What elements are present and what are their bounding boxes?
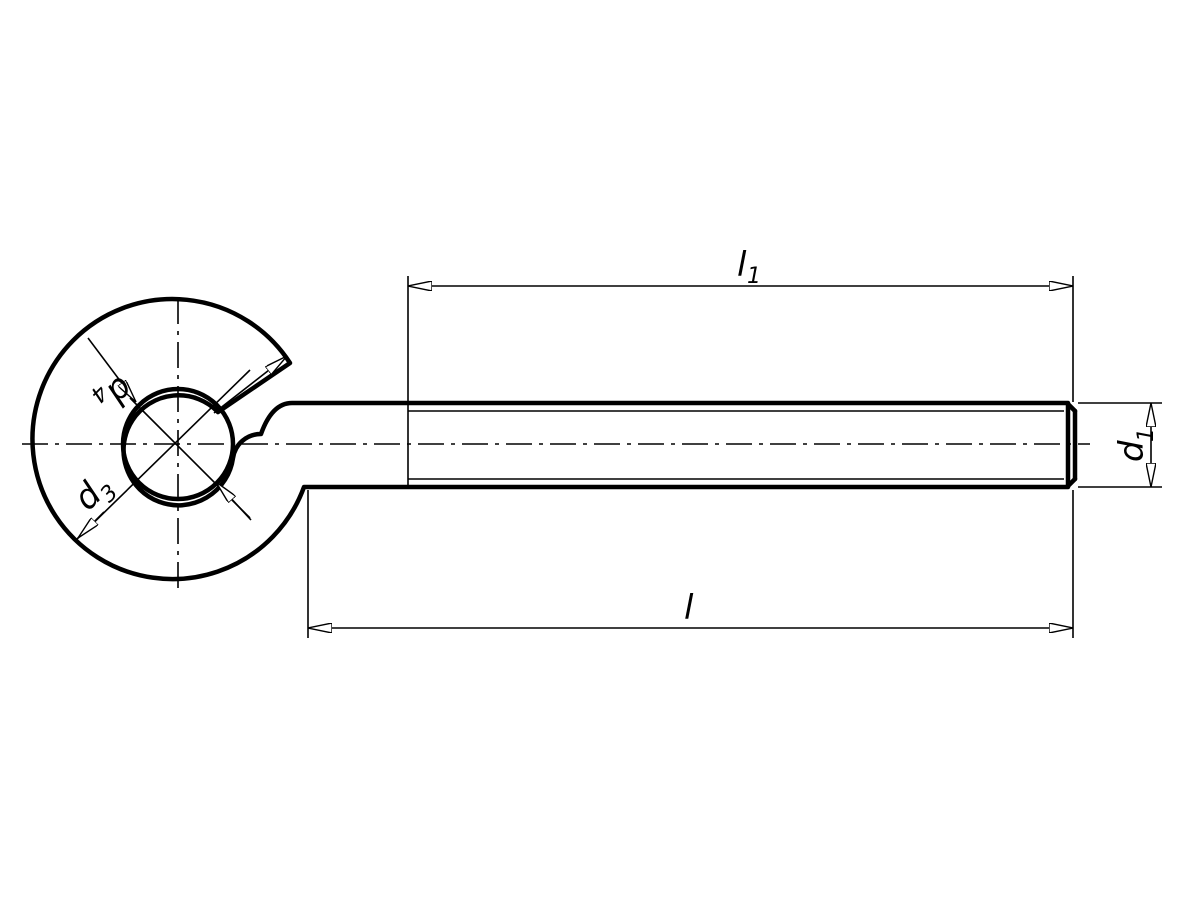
d3-arrow xyxy=(78,511,105,538)
label-d3: d 3 xyxy=(66,475,123,519)
eye-hole xyxy=(120,386,236,502)
d4-lower-arrow xyxy=(216,482,252,521)
label-d1: d 1 xyxy=(1112,428,1159,462)
d4-gap-arrow xyxy=(213,355,287,414)
label-l1: l 1 xyxy=(737,245,761,289)
chamfer-bottom xyxy=(1065,476,1078,489)
svg-text:d: d xyxy=(1112,440,1152,462)
svg-text:1: 1 xyxy=(1134,428,1159,442)
chamfer-top xyxy=(1065,401,1078,414)
svg-text:1: 1 xyxy=(747,264,761,289)
svg-text:l: l xyxy=(737,245,747,285)
hook-outer-contour xyxy=(30,296,1071,582)
d4-leader-line xyxy=(87,337,137,402)
svg-text:l: l xyxy=(684,588,694,628)
d3-diameter-line xyxy=(75,369,251,541)
label-l: l xyxy=(684,588,694,628)
